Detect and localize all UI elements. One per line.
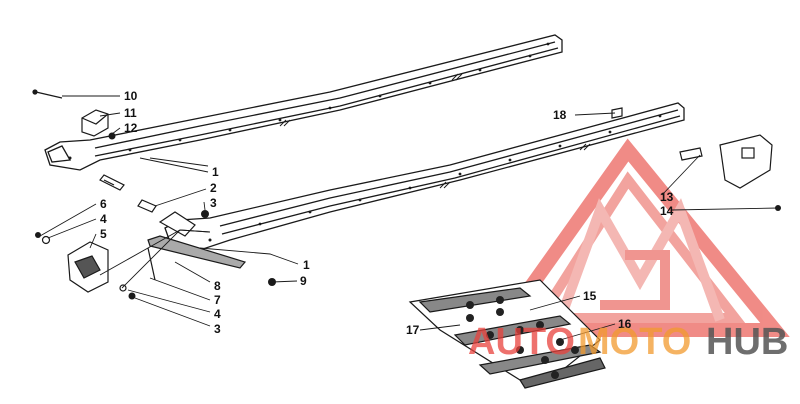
callout-labels: 10 11 12 1 2 3 6 4 5 8 7 4 3 9 1 18 13 1…: [100, 89, 674, 337]
nut-3-lower: [128, 292, 136, 300]
callout-12: 12: [124, 121, 138, 135]
wordmark-auto: AUTO: [468, 321, 575, 363]
callout-4-lower: 4: [214, 307, 221, 321]
rail-upper: [44, 34, 563, 171]
callout-10: 10: [124, 89, 138, 103]
callout-8: 8: [214, 279, 221, 293]
spacer-block: [679, 147, 703, 161]
callout-5: 5: [100, 227, 107, 241]
bumper-block-11: [81, 109, 109, 137]
automotohub-wordmark: AUTO MOTO HUB: [468, 321, 788, 363]
callout-15: 15: [583, 289, 597, 303]
rail-upper-holes: [68, 42, 550, 160]
callout-2: 2: [210, 181, 217, 195]
bolt-10: [32, 89, 63, 99]
end-bracket-plate: [719, 134, 773, 189]
callout-3-upper: 3: [210, 196, 217, 210]
washer-4-lower: [119, 284, 127, 292]
callout-1-lower: 1: [303, 258, 310, 272]
rail-lower-hatch: [439, 143, 591, 189]
callout-11: 11: [124, 106, 137, 120]
rail-upper-hatch: [279, 73, 463, 127]
spacer-tube-upper: [99, 174, 125, 191]
logo-outer-triangle: [486, 138, 790, 337]
washer-4-left: [41, 235, 51, 245]
callout-9: 9: [300, 274, 307, 288]
wordmark-hub: HUB: [706, 321, 788, 363]
logo-m-shape: [555, 198, 725, 322]
slide-pucks: [466, 296, 579, 379]
callout-1-upper: 1: [212, 165, 219, 179]
callout-6: 6: [100, 197, 107, 211]
callout-17: 17: [406, 323, 420, 337]
callout-4-upper: 4: [100, 212, 107, 226]
wear-strip-8: [147, 235, 247, 269]
bolt-7: [147, 247, 156, 281]
callout-7: 7: [214, 293, 221, 307]
wordmark-moto: MOTO: [578, 321, 691, 363]
spacer-tube-2: [137, 199, 157, 213]
callout-18: 18: [553, 108, 567, 122]
automotohub-logo: [486, 138, 790, 337]
bumper-5: [67, 241, 109, 293]
logo-g-hook: [600, 250, 670, 310]
leader-lines: [39, 95, 779, 341]
callout-3-lower: 3: [214, 322, 221, 336]
slide-assembly: [408, 279, 606, 389]
nut-12: [108, 132, 116, 140]
nut-6: [35, 232, 41, 238]
rail-lower-holes: [208, 114, 662, 242]
pin-18: [611, 107, 623, 119]
callout-16: 16: [618, 317, 632, 331]
callout-14: 14: [660, 204, 674, 218]
callout-13: 13: [660, 190, 674, 204]
nut-3-upper: [201, 210, 209, 218]
